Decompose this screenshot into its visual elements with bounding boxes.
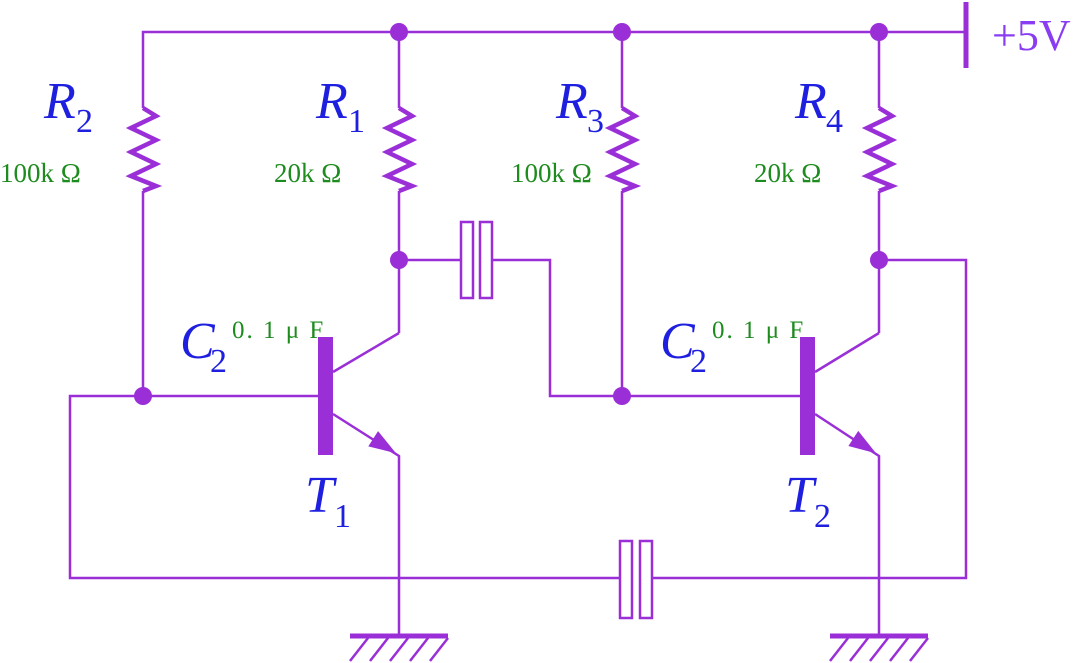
ground-symbol-t1 bbox=[349, 633, 449, 662]
capacitor-label-left: C 2 0. 1 μ F bbox=[180, 313, 325, 380]
resistor-r4: R 4 20k Ω bbox=[754, 32, 899, 333]
supply: +5V bbox=[141, 2, 1071, 108]
transistor-t2-collector bbox=[814, 331, 880, 374]
capacitor-bottom bbox=[618, 539, 654, 620]
capacitor-middle-plate-left bbox=[459, 220, 475, 300]
transistor-t1-emitter bbox=[332, 412, 401, 636]
resistor-r2-symbol: R bbox=[43, 73, 76, 130]
capacitor-left-symbol: C bbox=[180, 313, 216, 370]
ground-hatch bbox=[429, 637, 449, 662]
resistor-r3: R 3 100k Ω bbox=[511, 32, 642, 396]
capacitor-right-subscript: 2 bbox=[690, 343, 707, 380]
capacitor-bottom-plate-left bbox=[618, 539, 634, 620]
resistor-r1-zigzag bbox=[381, 106, 419, 194]
transistor-t1-subscript: 1 bbox=[334, 498, 351, 535]
transistor-t2-symbol: T bbox=[785, 467, 817, 524]
ground-hatch bbox=[369, 637, 389, 662]
ground-hatch bbox=[829, 637, 849, 662]
capacitor-middle bbox=[459, 220, 494, 300]
coupling-wires bbox=[68, 258, 968, 580]
junction-dot bbox=[134, 387, 152, 405]
junction-dot bbox=[390, 251, 408, 269]
ground-symbol-t2 bbox=[829, 633, 929, 662]
capacitor-middle-plate-right bbox=[478, 220, 494, 300]
transistor-t1-symbol: T bbox=[305, 467, 337, 524]
capacitor-bottom-plate-right bbox=[638, 539, 654, 620]
transistor-t2-subscript: 2 bbox=[814, 498, 831, 535]
t1-base-feedback-wire bbox=[68, 394, 620, 580]
ground-hatch bbox=[889, 637, 909, 662]
resistor-r3-symbol: R bbox=[555, 73, 588, 130]
junction-dot bbox=[870, 251, 888, 269]
resistor-r2-zigzag bbox=[125, 106, 163, 194]
ground-hatch bbox=[849, 637, 869, 662]
transistor-t2-base-bar bbox=[800, 337, 815, 455]
resistor-r3-zigzag bbox=[604, 106, 642, 194]
resistor-r1-subscript: 1 bbox=[348, 103, 365, 140]
transistor-t1-base-bar bbox=[318, 337, 333, 455]
ground-hatch bbox=[349, 637, 369, 662]
resistor-r4-value: 20k Ω bbox=[754, 158, 821, 188]
ground-hatch bbox=[869, 637, 889, 662]
resistor-r4-zigzag bbox=[861, 106, 899, 194]
transistor-t2: T 2 bbox=[785, 331, 881, 636]
transistor-t1-collector bbox=[332, 331, 400, 374]
capacitor-label-right: C 2 0. 1 μ F bbox=[660, 313, 805, 380]
supply-label: +5V bbox=[992, 11, 1071, 60]
capacitor-to-t2-base-wire bbox=[492, 258, 800, 398]
resistor-r1-symbol: R bbox=[315, 73, 348, 130]
junction-dot bbox=[613, 387, 631, 405]
junction-dots bbox=[134, 23, 888, 405]
resistor-r4-subscript: 4 bbox=[826, 103, 843, 140]
resistor-r4-symbol: R bbox=[794, 73, 827, 130]
junction-dot bbox=[870, 23, 888, 41]
transistor-t1-emitter-arrow bbox=[368, 431, 396, 454]
capacitor-right-symbol: C bbox=[660, 313, 696, 370]
capacitor-left-subscript: 2 bbox=[210, 343, 227, 380]
junction-dot bbox=[613, 23, 631, 41]
resistor-r1: R 1 20k Ω bbox=[274, 32, 419, 333]
resistor-r2-subscript: 2 bbox=[76, 103, 93, 140]
capacitor-right-value: 0. 1 μ F bbox=[712, 317, 805, 344]
resistor-r2: R 2 100k Ω bbox=[0, 73, 163, 396]
resistor-r1-value: 20k Ω bbox=[274, 158, 341, 188]
supply-rail bbox=[141, 30, 966, 108]
ground-hatch bbox=[389, 637, 409, 662]
ground-hatch bbox=[409, 637, 429, 662]
junction-dot bbox=[390, 23, 408, 41]
capacitor-left-value: 0. 1 μ F bbox=[232, 317, 325, 344]
transistor-t2-emitter bbox=[814, 412, 881, 636]
transistor-t2-emitter-arrow bbox=[848, 430, 876, 454]
resistor-r3-subscript: 3 bbox=[587, 103, 604, 140]
t2-collector-feedback-wire bbox=[652, 258, 968, 580]
ground-hatch bbox=[909, 637, 929, 662]
resistor-r2-value: 100k Ω bbox=[0, 158, 81, 188]
transistor-t1: T 1 bbox=[305, 331, 401, 636]
resistor-r3-value: 100k Ω bbox=[511, 158, 592, 188]
